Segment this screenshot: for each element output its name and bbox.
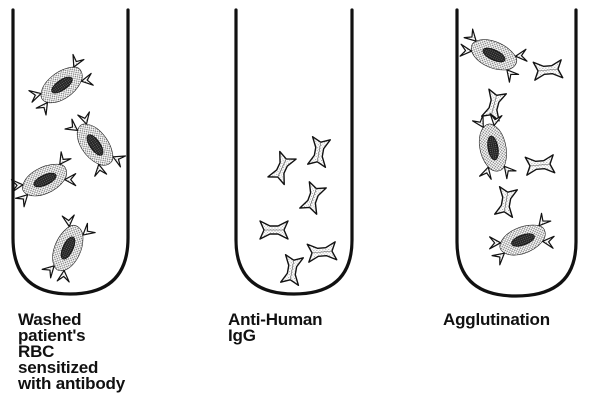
rbc-cell-icon (37, 211, 99, 287)
label-line: Agglutination (443, 312, 550, 328)
anti-human-igg-icon (260, 221, 288, 239)
test-tube-anti-human-igg (236, 10, 352, 294)
anti-human-igg-icon (495, 187, 518, 218)
anti-human-igg-icon (300, 182, 326, 214)
tube-label-sensitized-rbc: Washed patient's RBC sensitized with ant… (18, 312, 125, 392)
rbc-cell-icon (469, 111, 517, 183)
rbc-cell-icon (484, 211, 559, 268)
label-line: with antibody (18, 376, 125, 392)
tube-label-agglutination: Agglutination (443, 312, 550, 328)
rbc-cell-icon (455, 24, 531, 86)
tube-label-anti-human-igg: Anti-Human IgG (228, 312, 322, 344)
anti-human-igg-icon (482, 89, 507, 121)
anti-human-igg-icon (281, 255, 304, 286)
anti-human-igg-icon (525, 155, 554, 175)
label-line: IgG (228, 328, 322, 344)
rbc-cell-icon (23, 51, 99, 120)
anti-human-igg-icon (307, 242, 336, 262)
anti-human-igg-icon (308, 137, 331, 168)
anti-human-igg-icon (533, 60, 562, 80)
rbc-cell-icon (6, 149, 82, 211)
anti-human-igg-icon (268, 152, 296, 185)
rbc-cell-icon (60, 106, 129, 182)
